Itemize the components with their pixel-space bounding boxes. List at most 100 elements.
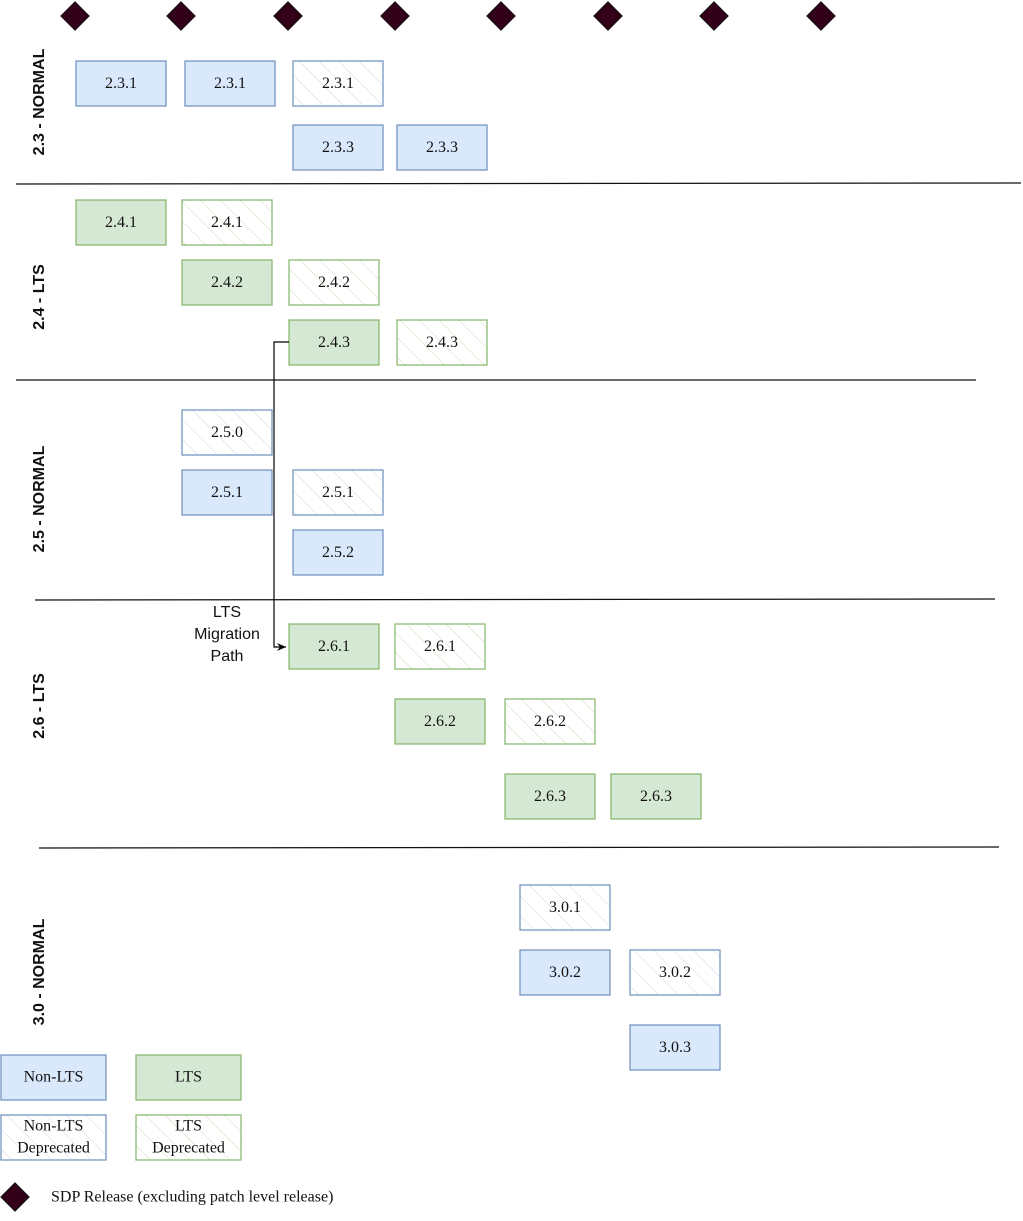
release-box: 3.0.2 bbox=[519, 949, 611, 996]
lane-label: 2.3 - NORMAL bbox=[31, 48, 48, 155]
release-box: 3.0.3 bbox=[629, 1024, 721, 1071]
release-box: 2.6.3 bbox=[610, 773, 702, 820]
sdp-release-markers bbox=[60, 1, 836, 31]
release-version-label: 2.4.3 bbox=[426, 334, 458, 351]
release-version-label: 2.5.2 bbox=[322, 544, 354, 561]
release-version-label: 2.4.2 bbox=[318, 274, 350, 291]
migration-note-line: LTS bbox=[213, 604, 241, 621]
release-box-frame bbox=[629, 949, 721, 996]
release-version-label: 2.5.1 bbox=[322, 484, 354, 501]
migration-note-line: Migration bbox=[194, 626, 260, 643]
release-box-frame bbox=[292, 529, 384, 576]
release-box: 2.6.2 bbox=[394, 698, 486, 745]
release-box: 3.0.2 bbox=[629, 949, 721, 996]
release-box: 2.3.3 bbox=[396, 124, 488, 171]
release-box: 2.5.0 bbox=[181, 409, 273, 456]
release-box-frame bbox=[288, 259, 380, 306]
legend-non-lts-label: Non-LTS bbox=[24, 1069, 84, 1086]
legend-lts-swatch bbox=[135, 1054, 242, 1101]
release-box: 2.5.1 bbox=[292, 469, 384, 516]
legend-sdp-release-marker bbox=[0, 1182, 30, 1212]
release-version-label: 2.3.1 bbox=[214, 75, 246, 92]
release-box: 2.3.3 bbox=[292, 124, 384, 171]
release-box-frame bbox=[75, 60, 167, 107]
release-version-label: 3.0.2 bbox=[659, 964, 691, 981]
release-box-frame bbox=[519, 884, 611, 931]
release-box: 2.4.3 bbox=[288, 319, 380, 366]
release-box-frame bbox=[394, 698, 486, 745]
release-box: 2.6.3 bbox=[504, 773, 596, 820]
release-version-label: 2.5.0 bbox=[211, 424, 243, 441]
legend-non-lts-deprecated-label: Non-LTS bbox=[24, 1118, 84, 1135]
release-box: 2.3.1 bbox=[75, 60, 167, 107]
release-box: 2.4.3 bbox=[396, 319, 488, 366]
release-box-frame bbox=[292, 124, 384, 171]
release-version-label: 2.6.2 bbox=[534, 713, 566, 730]
sdp-release-marker bbox=[60, 1, 90, 31]
legend-non-lts-deprecated-swatch bbox=[0, 1114, 107, 1161]
release-box-frame bbox=[396, 124, 488, 171]
release-box-frame bbox=[504, 773, 596, 820]
legend-lts-label: LTS bbox=[175, 1069, 202, 1086]
release-box-frame bbox=[181, 199, 273, 246]
sdp-release-marker bbox=[166, 1, 196, 31]
lane-labels: 2.3 - NORMAL 2.4 - LTS 2.5 - NORMAL 2.6 … bbox=[31, 48, 48, 1025]
sdp-release-marker bbox=[486, 1, 516, 31]
release-box-frame bbox=[610, 773, 702, 820]
release-box: 3.0.1 bbox=[519, 884, 611, 931]
sdp-release-marker bbox=[593, 1, 623, 31]
release-version-label: 2.6.1 bbox=[424, 638, 456, 655]
release-box: 2.3.1 bbox=[292, 60, 384, 107]
release-box: 2.5.2 bbox=[292, 529, 384, 576]
lane-label: 2.6 - LTS bbox=[31, 673, 48, 739]
release-box: 2.4.2 bbox=[288, 259, 380, 306]
release-box: 2.3.1 bbox=[184, 60, 276, 107]
release-box: 2.6.2 bbox=[504, 698, 596, 745]
release-version-label: 2.6.1 bbox=[318, 638, 350, 655]
legend-lts-deprecated-swatch bbox=[135, 1114, 242, 1161]
legend-non-lts-deprecated-label: Deprecated bbox=[17, 1140, 90, 1157]
lane-divider bbox=[15, 182, 1022, 185]
lane-dividers bbox=[15, 182, 1022, 849]
release-version-label: 2.4.3 bbox=[318, 334, 350, 351]
lane-label: 2.4 - LTS bbox=[31, 264, 48, 330]
release-box: 2.5.1 bbox=[181, 469, 273, 516]
release-version-label: 3.0.2 bbox=[549, 964, 581, 981]
lane-divider bbox=[38, 846, 1000, 849]
legend-sdp-release-label: SDP Release (excluding patch level relea… bbox=[51, 1189, 333, 1206]
release-box-frame bbox=[519, 949, 611, 996]
release-box: 2.4.1 bbox=[181, 199, 273, 246]
release-version-label: 3.0.1 bbox=[549, 899, 581, 916]
release-version-label: 2.6.2 bbox=[424, 713, 456, 730]
release-box: 2.6.1 bbox=[288, 623, 380, 670]
release-box-frame bbox=[184, 60, 276, 107]
migration-note-line: Path bbox=[211, 648, 244, 665]
legend-lts-deprecated-label: Deprecated bbox=[152, 1140, 225, 1157]
release-version-label: 2.3.3 bbox=[322, 139, 354, 156]
release-version-label: 2.3.1 bbox=[322, 75, 354, 92]
release-box: 2.6.1 bbox=[394, 623, 486, 670]
legend-non-lts-swatch bbox=[0, 1054, 107, 1101]
release-box: 2.4.2 bbox=[181, 259, 273, 306]
release-box-frame bbox=[181, 259, 273, 306]
release-version-label: 2.4.1 bbox=[211, 214, 243, 231]
sdp-release-marker bbox=[380, 1, 410, 31]
release-box-frame bbox=[629, 1024, 721, 1071]
release-version-label: 2.6.3 bbox=[640, 788, 672, 805]
release-box-frame bbox=[181, 409, 273, 456]
lane-label: 2.5 - NORMAL bbox=[31, 445, 48, 552]
release-boxes: 2.3.1 2.3.1 2.3.1 2.3.3 2.3.3 2.4.1 2.4.1 2.4.2… bbox=[75, 60, 721, 1071]
legend-lts-deprecated-label: LTS bbox=[175, 1118, 202, 1135]
release-version-label: 2.4.2 bbox=[211, 274, 243, 291]
release-version-label: 2.6.3 bbox=[534, 788, 566, 805]
legend: Non-LTS LTS Non-LTS Deprecated LTS Depre… bbox=[0, 1054, 333, 1212]
lane-label: 3.0 - NORMAL bbox=[31, 918, 48, 1025]
release-box: 2.4.1 bbox=[75, 199, 167, 246]
release-box-frame bbox=[288, 319, 380, 366]
release-box-frame bbox=[396, 319, 488, 366]
release-box-frame bbox=[504, 698, 596, 745]
release-box-frame bbox=[292, 469, 384, 516]
release-box-frame bbox=[181, 469, 273, 516]
release-box-frame bbox=[288, 623, 380, 670]
